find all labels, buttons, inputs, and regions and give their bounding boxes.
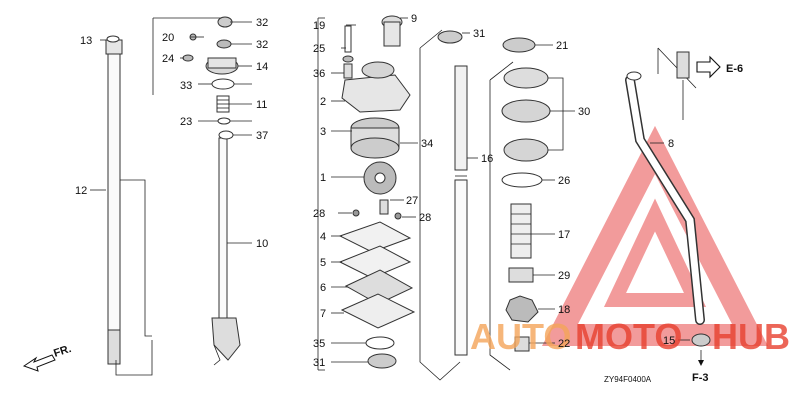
callout-36: 36 <box>313 68 325 80</box>
impeller-1 <box>363 161 397 195</box>
watermark-text: AUTO MOTO HUB <box>470 316 790 357</box>
callout-28b: 28 <box>419 212 431 224</box>
callout-3: 3 <box>320 126 326 138</box>
callout-5: 5 <box>320 257 326 269</box>
diagram-code: ZY94F0400A <box>604 375 652 384</box>
callout-9: 9 <box>411 13 417 25</box>
callout-32b: 32 <box>256 39 268 51</box>
callout-14: 14 <box>256 61 268 73</box>
callout-21: 21 <box>556 40 568 52</box>
callout-4: 4 <box>320 231 326 243</box>
callout-26: 26 <box>558 175 570 187</box>
watermark-logo-triangle <box>541 125 769 346</box>
callout-16: 16 <box>481 153 493 165</box>
front-label: FR. <box>52 343 73 360</box>
callout-22: 22 <box>558 338 570 350</box>
drive-shaft-12 <box>105 39 153 376</box>
callout-37: 37 <box>256 130 268 142</box>
shift-rod-10 <box>152 17 241 366</box>
callout-30: 30 <box>578 106 590 118</box>
callout-10: 10 <box>256 238 268 250</box>
spring-11 <box>216 95 230 113</box>
clip-13 <box>106 35 120 43</box>
water-tube-8 <box>625 75 705 325</box>
ref-e6: E-6 <box>726 63 743 75</box>
spring-17 <box>510 203 532 259</box>
callout-8: 8 <box>668 138 674 150</box>
callout-2: 2 <box>320 96 326 108</box>
callout-27: 27 <box>406 195 418 207</box>
callout-11: 11 <box>256 99 267 111</box>
callout-33: 33 <box>180 80 192 92</box>
vertical-shaft-16 <box>454 65 468 356</box>
callout-6: 6 <box>320 282 326 294</box>
watermark-moto: MOTO <box>575 316 682 357</box>
callout-31a: 31 <box>313 357 325 369</box>
callout-7: 7 <box>320 308 326 320</box>
callout-1: 1 <box>320 172 326 184</box>
callouts: 13 12 20 24 33 23 32 32 14 11 37 10 19 2… <box>75 13 675 369</box>
front-arrow-icon <box>22 354 56 372</box>
callout-25: 25 <box>313 43 325 55</box>
callout-17: 17 <box>558 229 570 241</box>
ref-f3: F-3 <box>692 372 709 384</box>
callout-20: 20 <box>162 32 174 44</box>
callout-24: 24 <box>162 53 174 65</box>
watermark-auto: AUTO <box>470 316 571 357</box>
callout-35: 35 <box>313 338 325 350</box>
callout-23: 23 <box>180 116 192 128</box>
callout-18: 18 <box>558 304 570 316</box>
callout-32a: 32 <box>256 17 268 29</box>
callout-13: 13 <box>80 35 92 47</box>
e6-arrow-icon <box>696 55 721 79</box>
callout-12: 12 <box>75 185 87 197</box>
callout-15: 15 <box>663 335 675 347</box>
callout-19: 19 <box>313 20 325 32</box>
callout-28a: 28 <box>313 208 325 220</box>
callout-29: 29 <box>558 270 570 282</box>
callout-31b: 31 <box>473 28 485 40</box>
callout-34: 34 <box>421 138 433 150</box>
water-pump-housing-2 <box>341 61 411 113</box>
watermark-hub: HUB <box>712 316 790 357</box>
